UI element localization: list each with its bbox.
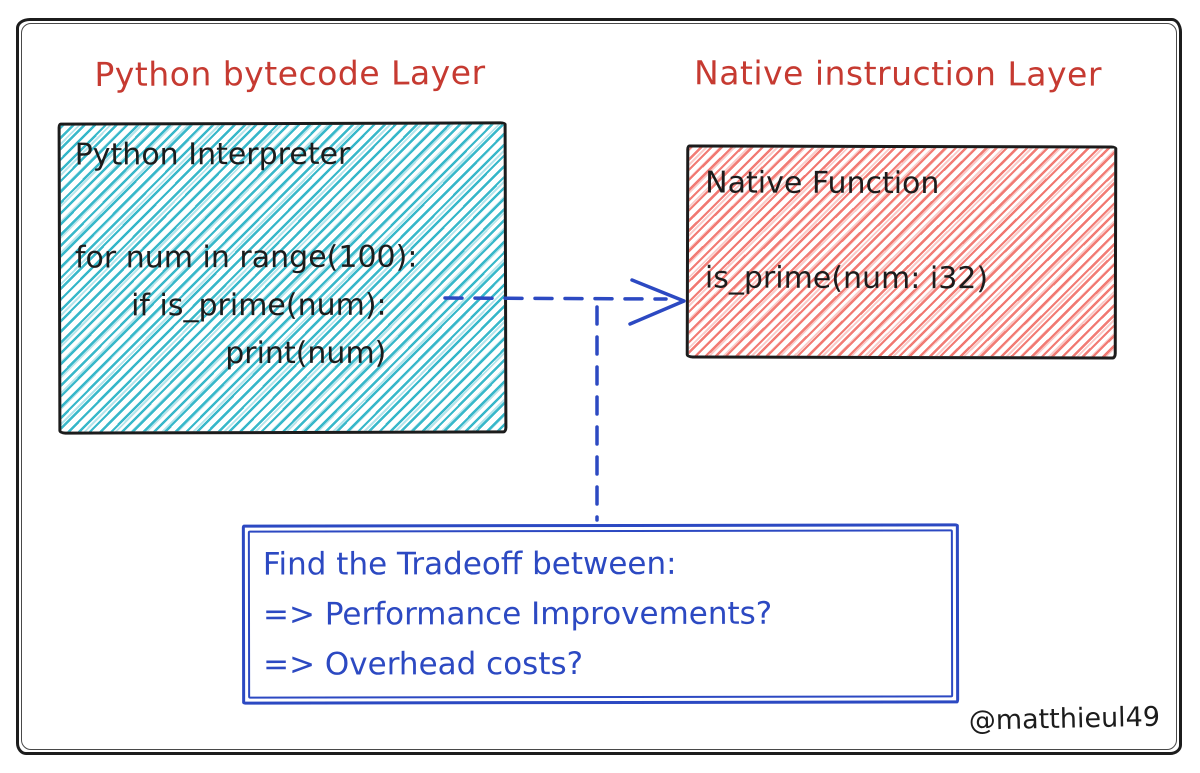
- code-line-if-is-prime: if is_prime(num):: [131, 287, 387, 324]
- python-interpreter-box: Python Interpreter for num in range(100)…: [57, 121, 508, 435]
- code-line-print: print(num): [225, 335, 387, 372]
- canvas-frame: [16, 18, 1182, 755]
- layer-title-python-bytecode: Python bytecode Layer: [94, 52, 486, 95]
- interpreter-code-block: for num in range(100): if is_prime(num):…: [75, 233, 504, 378]
- native-box-title: Native Function: [705, 165, 940, 202]
- tradeoff-line-overhead: => Overhead costs?: [263, 646, 584, 683]
- code-line-for-loop: for num in range(100):: [74, 239, 418, 276]
- tradeoff-text-block: Find the Tradeoff between: => Performanc…: [245, 526, 956, 689]
- tradeoff-line-title: Find the Tradeoff between:: [262, 545, 677, 583]
- interpreter-box-title: Python Interpreter: [74, 136, 351, 173]
- author-signature: @matthieul49: [968, 701, 1161, 737]
- layer-title-native-instruction: Native instruction Layer: [693, 53, 1103, 94]
- native-code-line: is_prime(num: i32): [704, 260, 989, 297]
- tradeoff-box: Find the Tradeoff between: => Performanc…: [241, 523, 960, 705]
- tradeoff-line-performance: => Performance Improvements?: [262, 595, 773, 633]
- native-function-box: Native Function is_prime(num: i32): [685, 144, 1118, 360]
